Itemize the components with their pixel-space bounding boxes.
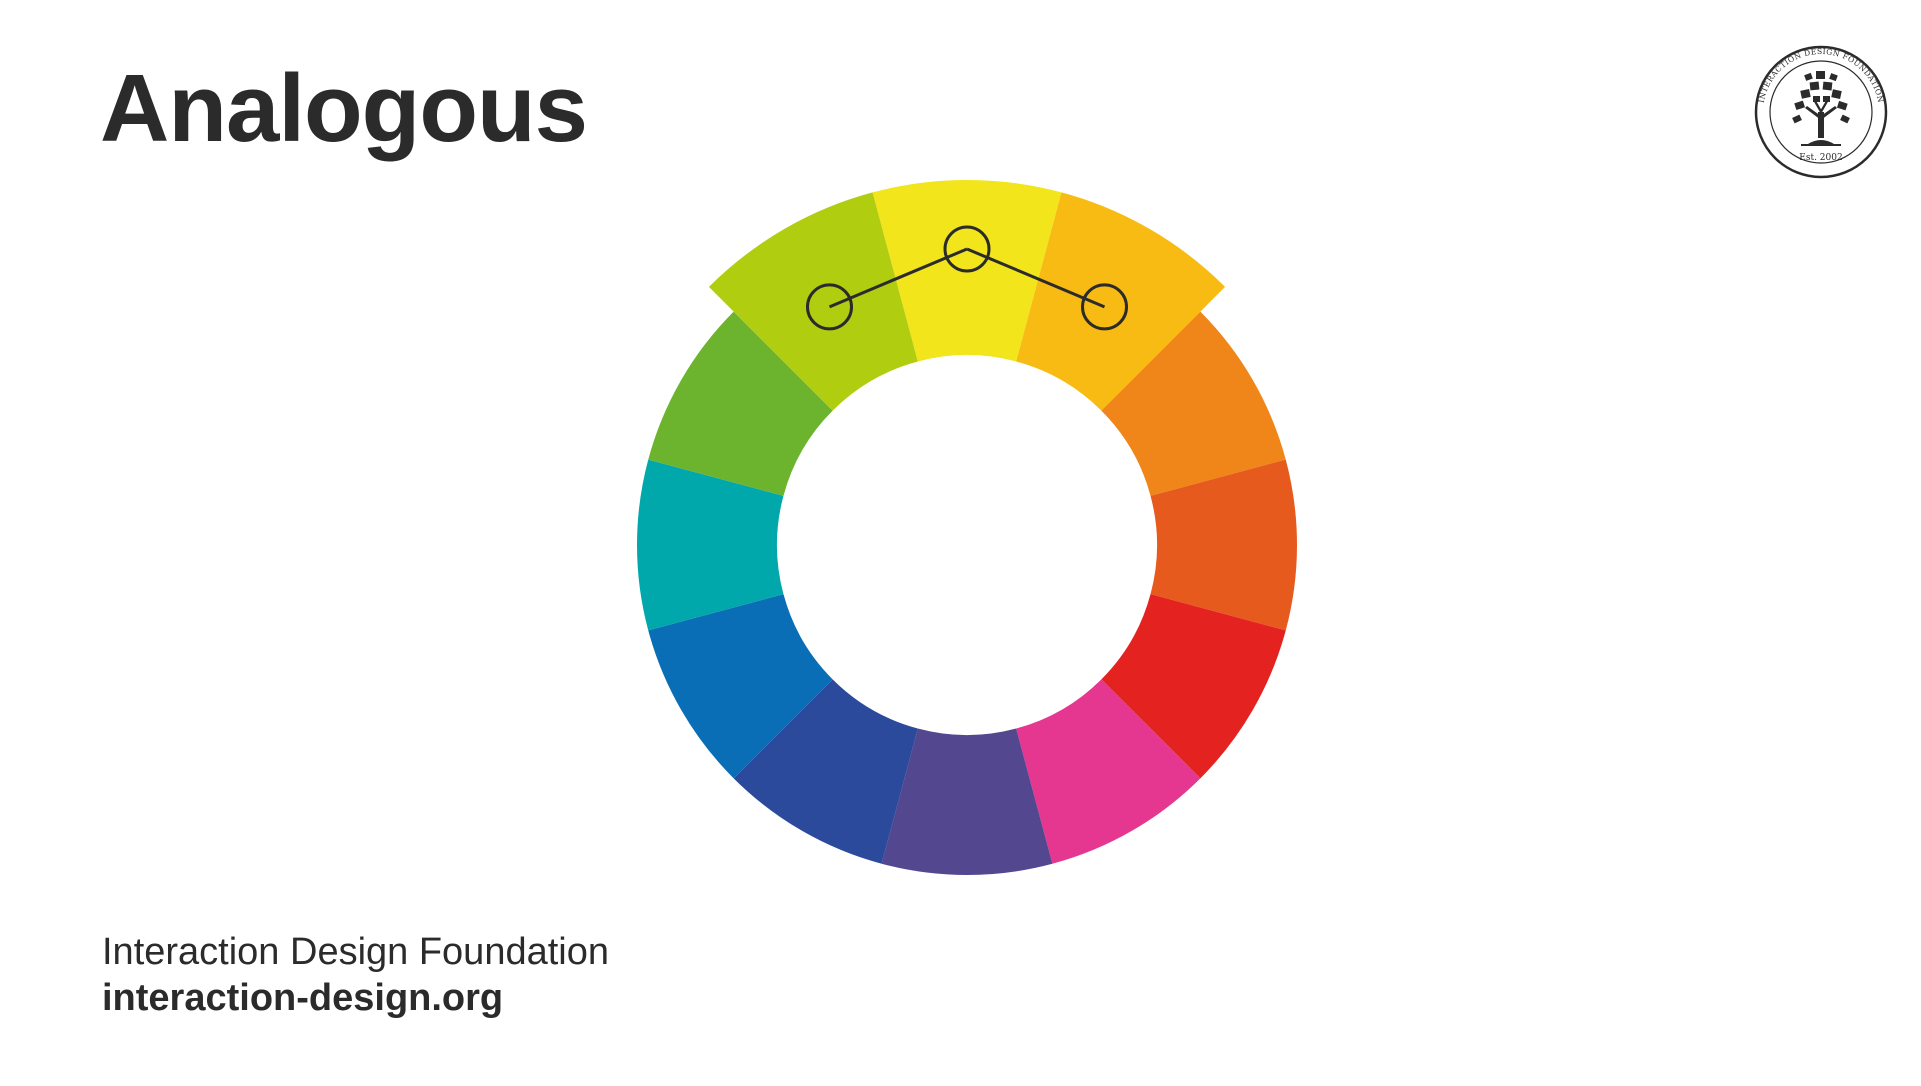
wheel-segment-yellow-orange <box>1016 192 1226 411</box>
color-wheel-segments <box>637 180 1297 875</box>
idf-seal: INTERACTION DESIGN FOUNDATION Est. 2002 <box>1754 45 1888 179</box>
page-title: Analogous <box>100 55 588 162</box>
marker-connector-line <box>966 247 1106 309</box>
wheel-segment-magenta <box>1016 679 1201 864</box>
analogous-markers <box>806 225 1128 331</box>
wheel-segment-blue-violet <box>733 679 918 864</box>
wheel-segment-red-orange <box>1150 459 1297 631</box>
idf-logo: INTERACTION DESIGN FOUNDATION Est. 2002 <box>1753 44 1889 180</box>
wheel-segment-violet <box>881 728 1053 875</box>
tree-icon <box>1792 71 1850 146</box>
marker-connector-line <box>828 247 968 309</box>
wheel-segment-orange <box>1101 311 1286 496</box>
footer-organization: Interaction Design Foundation <box>102 931 609 973</box>
marker-circle-yellow-green <box>806 283 853 331</box>
wheel-segment-teal <box>637 459 784 631</box>
wheel-segment-red <box>1101 594 1286 779</box>
footer: Interaction Design Foundation interactio… <box>102 930 609 1021</box>
marker-circle-yellow-orange <box>1081 283 1128 331</box>
wheel-segment-green <box>648 311 833 496</box>
logo-established: Est. 2002 <box>1799 153 1842 163</box>
wheel-segment-blue <box>648 594 833 779</box>
footer-url[interactable]: interaction-design.org <box>102 976 504 1019</box>
marker-circle-yellow <box>943 225 991 273</box>
wheel-segment-yellow-green <box>708 192 918 411</box>
